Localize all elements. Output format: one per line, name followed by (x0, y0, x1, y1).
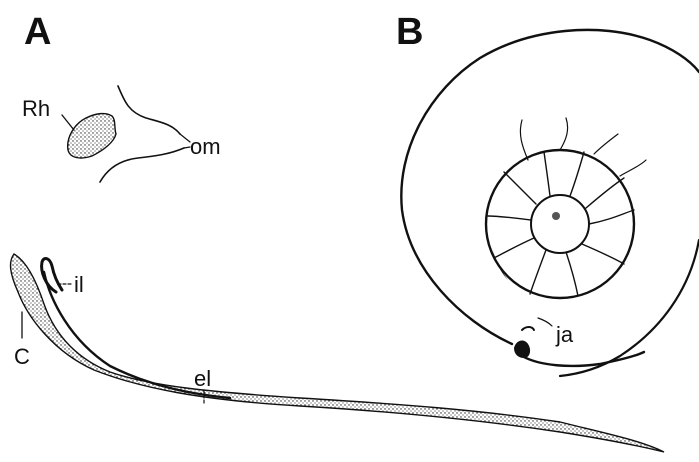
panel-a-letter: A (24, 11, 51, 53)
label-el: el (194, 366, 211, 391)
jaw-apparatus-fragment (522, 327, 534, 330)
om-leader-upper (180, 134, 190, 142)
outer-mandible-lower (100, 148, 184, 182)
label-ja: ja (555, 322, 574, 347)
outer-spiral-tail (560, 240, 699, 376)
outer-septal-traces (520, 118, 646, 176)
protoconch (552, 212, 560, 220)
ja-leader-line (538, 318, 552, 326)
phragmocone-whorl (486, 150, 634, 298)
panel-b: B (396, 11, 699, 376)
il-structure (42, 259, 62, 292)
septa (488, 152, 634, 296)
rhyncholite-shape (68, 114, 116, 158)
label-rh: Rh (22, 96, 50, 121)
panel-b-letter: B (396, 11, 423, 53)
conotheca-shape (11, 254, 664, 452)
panel-a: A Rh om il C el (11, 11, 664, 452)
rh-leader-line (62, 115, 74, 130)
outer-mandible-upper (118, 86, 180, 134)
label-il: il (74, 272, 84, 297)
label-om: om (190, 134, 221, 159)
label-c: C (14, 344, 30, 369)
inner-whorl (531, 195, 589, 253)
body-chamber-lower-edge (522, 352, 644, 366)
